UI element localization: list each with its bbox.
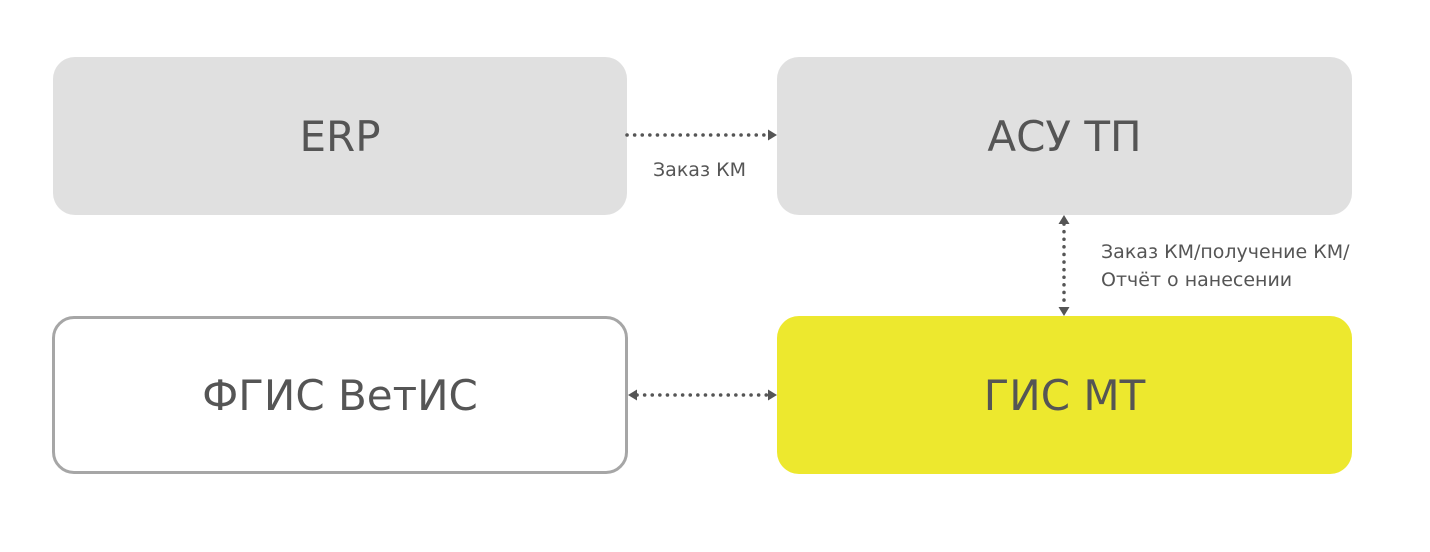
- node-asu-tp-label: АСУ ТП: [987, 111, 1142, 161]
- arrowhead-right-icon: [768, 129, 777, 141]
- arrowhead-right-icon: [768, 389, 777, 401]
- node-erp: ERP: [53, 57, 627, 215]
- arrowhead-up-icon: [1058, 215, 1070, 224]
- node-gis-mt-label: ГИС МТ: [983, 370, 1146, 420]
- edge-label-order-report: Заказ КМ/получение КМ/ Отчёт о нанесении: [1101, 238, 1350, 294]
- connector-asu-gis: [1058, 215, 1070, 316]
- arrowhead-down-icon: [1058, 307, 1070, 316]
- edge-label-line-1: Заказ КМ/получение КМ/: [1101, 241, 1350, 263]
- arrowhead-left-icon: [628, 389, 637, 401]
- edge-label-order-km: Заказ КМ: [653, 159, 746, 181]
- connector-fgis-gis: [628, 389, 777, 401]
- edge-label-line-2: Отчёт о нанесении: [1101, 269, 1293, 291]
- node-gis-mt: ГИС МТ: [777, 316, 1352, 474]
- node-asu-tp: АСУ ТП: [777, 57, 1352, 215]
- node-fgis-vetis-label: ФГИС ВетИС: [202, 370, 478, 420]
- connector-erp-asu: [625, 129, 777, 141]
- node-fgis-vetis: ФГИС ВетИС: [52, 316, 628, 474]
- node-erp-label: ERP: [299, 111, 381, 161]
